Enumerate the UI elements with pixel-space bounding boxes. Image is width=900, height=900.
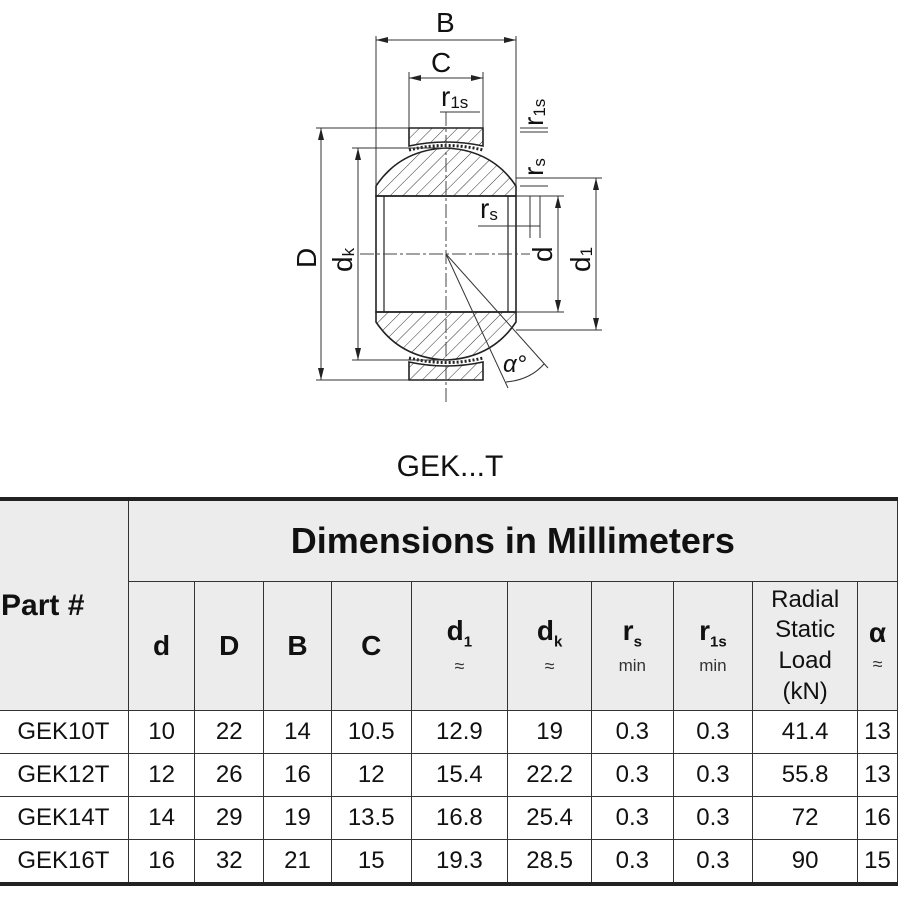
label-d: d	[527, 246, 558, 262]
part-number-header: Part #	[0, 497, 129, 711]
value-cell: 10.5	[330, 710, 412, 754]
column-symbol: D	[219, 629, 240, 661]
column-symbol: d	[446, 614, 464, 646]
column-subscript: k	[553, 633, 563, 651]
label-rs-side: rs	[518, 158, 549, 176]
value-cell: 16	[857, 796, 898, 840]
column-header-9: α≈	[857, 581, 898, 711]
value-cell: 90	[752, 839, 859, 886]
part-number-cell: GEK14T	[0, 796, 129, 840]
label-dk: dk	[327, 247, 358, 272]
label-rs-mid: rs	[480, 193, 498, 224]
column-symbol: α	[868, 616, 887, 648]
value-cell: 0.3	[590, 710, 674, 754]
bearing-diagram: B C r1s r1s rs rs D dk d d1 α°	[291, 7, 602, 404]
value-cell: 19	[507, 710, 592, 754]
value-cell: 22.2	[507, 753, 592, 797]
column-symbol: C	[361, 629, 382, 661]
value-cell: 21	[263, 839, 332, 886]
column-subscript: s	[633, 633, 642, 651]
value-cell: 12	[330, 753, 412, 797]
value-cell: 26	[194, 753, 265, 797]
column-header-6: rs min	[590, 581, 674, 711]
series-caption: GEK...T	[396, 450, 504, 483]
column-header-1: D	[194, 581, 265, 711]
column-header-3: C	[330, 581, 412, 711]
value-cell: 25.4	[507, 796, 592, 840]
value-cell: 0.3	[590, 839, 674, 886]
label-alpha: α°	[503, 351, 527, 378]
value-cell: 12	[127, 753, 196, 797]
column-header-5: dk ≈	[507, 581, 592, 711]
column-note: min	[618, 656, 646, 676]
column-subscript: 1	[463, 633, 473, 651]
column-header-7: r1s min	[672, 581, 754, 711]
label-r1s-side: r1s	[518, 99, 549, 126]
column-note: ≈	[544, 655, 555, 676]
value-cell: 13.5	[330, 796, 412, 840]
column-note: ≈	[454, 655, 465, 676]
column-header-0: d	[127, 581, 196, 711]
liner-bottom	[408, 356, 484, 364]
value-cell: 22	[194, 710, 265, 754]
part-number-cell: GEK10T	[0, 710, 129, 754]
column-note: min	[699, 656, 727, 676]
label-C: C	[431, 47, 451, 78]
label-d1: d1	[565, 247, 596, 272]
column-note: ≈	[872, 653, 883, 674]
value-cell: 14	[127, 796, 196, 840]
value-cell: 13	[857, 753, 898, 797]
value-cell: 12.9	[410, 710, 509, 754]
label-D: D	[291, 248, 322, 268]
value-cell: 19	[263, 796, 332, 840]
column-symbol: r	[699, 615, 711, 647]
label-B: B	[436, 7, 455, 38]
column-symbol: r	[622, 615, 634, 647]
column-symbol: d	[153, 629, 171, 661]
value-cell: 55.8	[752, 753, 859, 797]
value-cell: 16	[263, 753, 332, 797]
column-symbol: B	[287, 629, 308, 661]
value-cell: 0.3	[590, 753, 674, 797]
table-title: Dimensions in Millimeters	[127, 497, 899, 582]
value-cell: 13	[857, 710, 898, 754]
column-symbol: d	[536, 614, 554, 646]
value-cell: 29	[194, 796, 265, 840]
value-cell: 15	[330, 839, 412, 886]
value-cell: 28.5	[507, 839, 592, 886]
column-subscript: 1s	[710, 633, 727, 651]
value-cell: 16.8	[410, 796, 509, 840]
value-cell: 0.3	[590, 796, 674, 840]
value-cell: 0.3	[672, 753, 754, 797]
value-cell: 0.3	[672, 710, 754, 754]
column-header-2: B	[263, 581, 332, 711]
column-header-4: d1 ≈	[410, 581, 509, 711]
value-cell: 32	[194, 839, 265, 886]
value-cell: 0.3	[672, 796, 754, 840]
value-cell: 0.3	[672, 839, 754, 886]
column-header-8: Radial Static Load (kN)	[752, 581, 859, 711]
value-cell: 19.3	[410, 839, 509, 886]
part-number-cell: GEK12T	[0, 753, 129, 797]
value-cell: 10	[127, 710, 196, 754]
value-cell: 72	[752, 796, 859, 840]
value-cell: 14	[263, 710, 332, 754]
part-number-cell: GEK16T	[0, 839, 129, 886]
value-cell: 41.4	[752, 710, 859, 754]
column-symbol: Radial Static Load (kN)	[771, 585, 840, 705]
value-cell: 15	[857, 839, 898, 886]
label-r1s-top: r1s	[441, 81, 468, 112]
value-cell: 16	[127, 839, 196, 886]
value-cell: 15.4	[410, 753, 509, 797]
